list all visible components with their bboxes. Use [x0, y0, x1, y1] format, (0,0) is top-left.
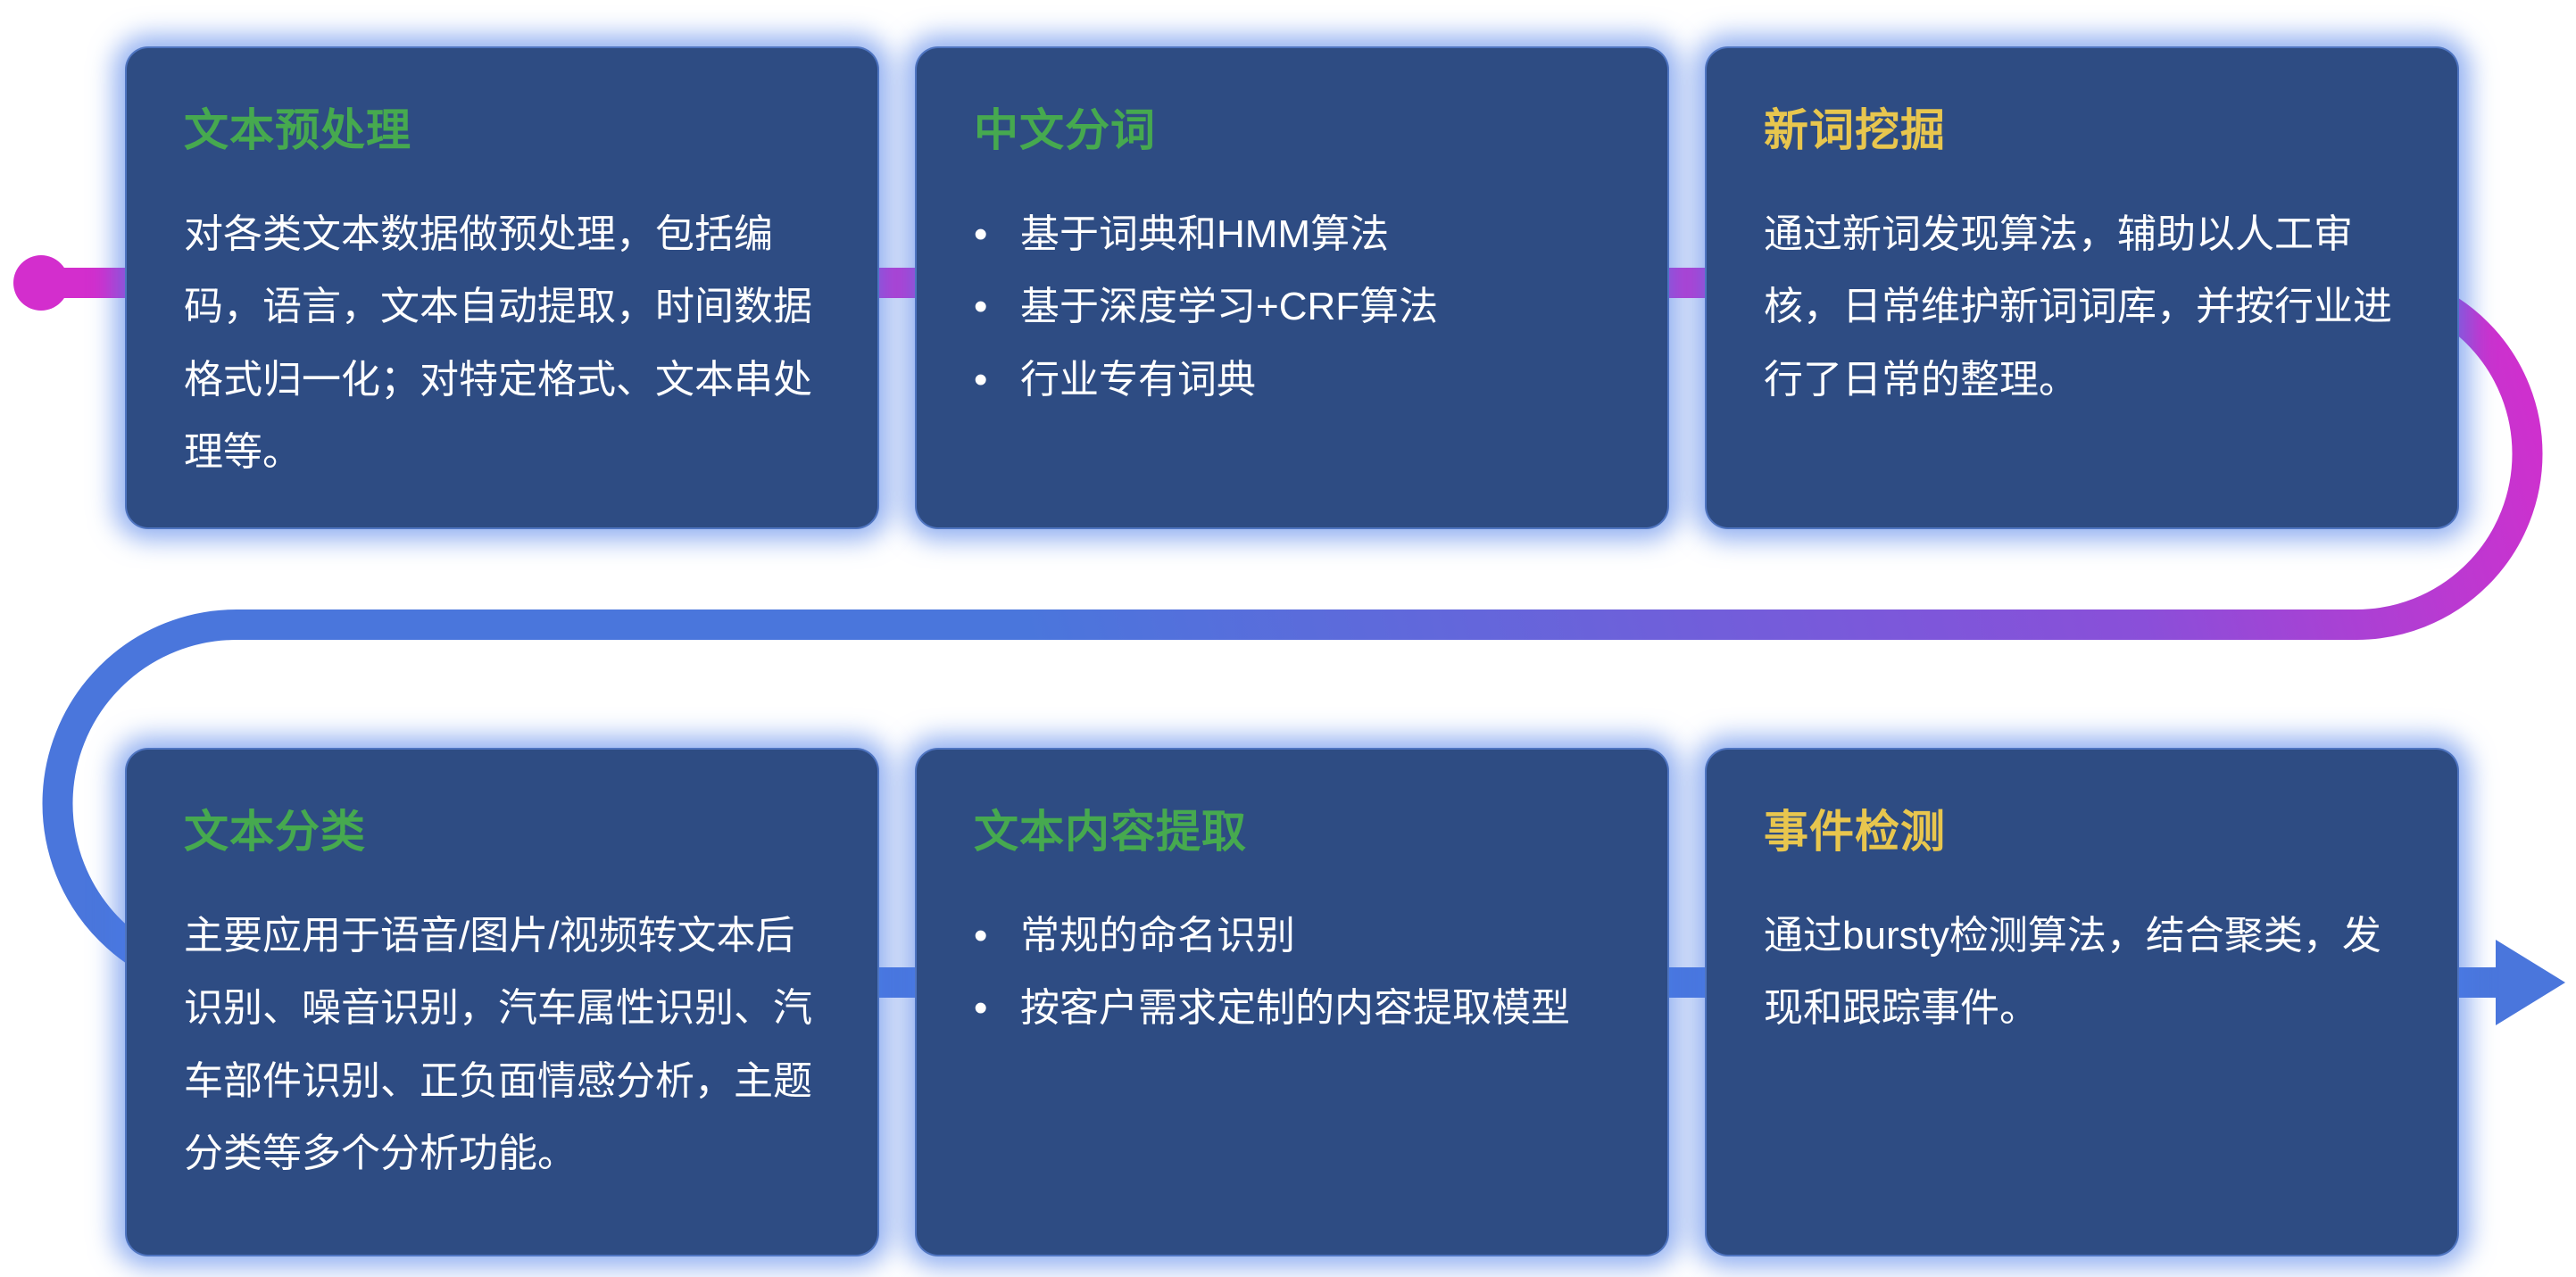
card-new-word-mining: 新词挖掘 通过新词发现算法，辅助以人工审核，日常维护新词词库，并按行业进行了日常…	[1705, 46, 2459, 529]
card-body: 对各类文本数据做预处理，包括编码，语言，文本自动提取，时间数据格式归一化；对特定…	[184, 212, 812, 475]
bullet-icon: •	[974, 285, 988, 329]
card-title: 中文分词	[974, 105, 1156, 155]
card-title: 事件检测	[1764, 807, 1946, 857]
bullet-icon: •	[974, 986, 988, 1031]
list-item: • 行业专有词典	[974, 344, 1610, 416]
card-chinese-word-segmentation: 中文分词 • 基于词典和HMM算法 • 基于深度学习+CRF算法 • 行业专有词…	[915, 46, 1669, 529]
bullet-icon: •	[974, 212, 988, 256]
flow-start-dot-icon	[13, 255, 69, 311]
bullet-text: 基于词典和HMM算法	[1020, 212, 1390, 256]
card-event-detection: 事件检测 通过bursty检测算法，结合聚类，发现和跟踪事件。	[1705, 748, 2459, 1256]
card-text-classification: 文本分类 主要应用于语音/图片/视频转文本后识别、噪音识别，汽车属性识别、汽车部…	[125, 748, 879, 1256]
card-bullet-list: • 基于词典和HMM算法 • 基于深度学习+CRF算法 • 行业专有词典	[974, 198, 1610, 416]
bullet-icon: •	[974, 914, 988, 958]
list-item: • 基于词典和HMM算法	[974, 198, 1610, 270]
bullet-icon: •	[974, 357, 988, 402]
card-body: 主要应用于语音/图片/视频转文本后识别、噪音识别，汽车属性识别、汽车部件识别、正…	[184, 914, 812, 1176]
bullet-text: 基于深度学习+CRF算法	[1020, 285, 1439, 329]
card-title: 文本内容提取	[974, 807, 1247, 857]
card-title: 新词挖掘	[1764, 105, 1946, 155]
list-item: • 按客户需求定制的内容提取模型	[974, 972, 1610, 1044]
bullet-text: 按客户需求定制的内容提取模型	[1020, 986, 1570, 1031]
card-title: 文本预处理	[184, 105, 411, 155]
bullet-text: 行业专有词典	[1020, 357, 1256, 402]
flow-line-curve	[42, 268, 2543, 998]
flow-arrow-icon	[2496, 940, 2565, 1025]
card-text-preprocessing: 文本预处理 对各类文本数据做预处理，包括编码，语言，文本自动提取，时间数据格式归…	[125, 46, 879, 529]
card-text-content-extraction: 文本内容提取 • 常规的命名识别 • 按客户需求定制的内容提取模型	[915, 748, 1669, 1256]
card-body: 通过bursty检测算法，结合聚类，发现和跟踪事件。	[1764, 914, 2381, 1031]
card-body: 通过新词发现算法，辅助以人工审核，日常维护新词词库，并按行业进行了日常的整理。	[1764, 212, 2392, 402]
bullet-text: 常规的命名识别	[1020, 914, 1295, 958]
list-item: • 常规的命名识别	[974, 900, 1610, 972]
card-bullet-list: • 常规的命名识别 • 按客户需求定制的内容提取模型	[974, 900, 1610, 1045]
card-title: 文本分类	[184, 807, 366, 857]
list-item: • 基于深度学习+CRF算法	[974, 270, 1610, 343]
